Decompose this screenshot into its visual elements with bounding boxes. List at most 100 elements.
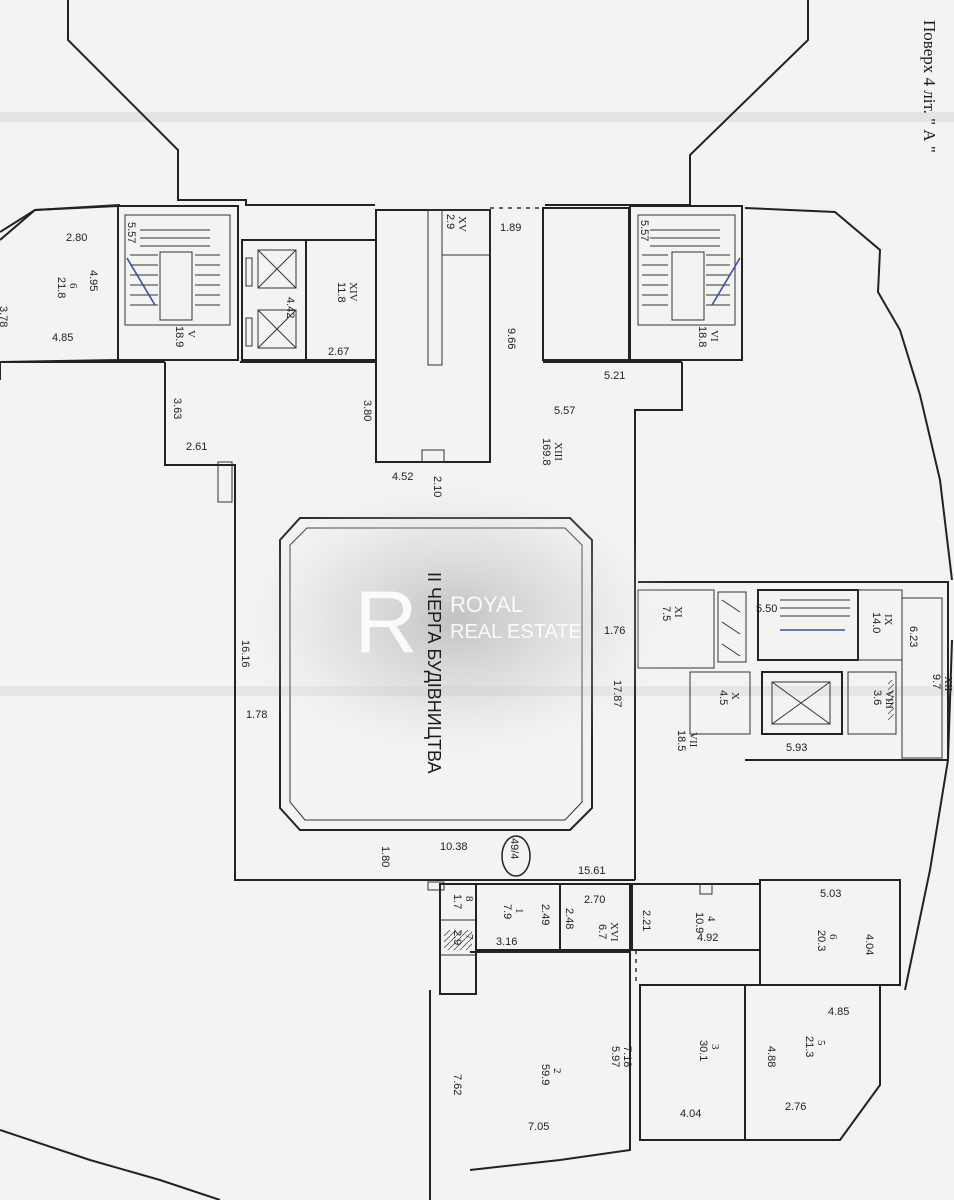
room-label: 621.8 — [55, 277, 79, 298]
room-text: XVI — [608, 922, 620, 942]
dim-label: 5.50 — [756, 603, 777, 615]
dim-label: 3.16 — [496, 936, 517, 948]
room-text: 10.9 — [693, 912, 705, 933]
dim-label: 3.63 — [171, 398, 183, 419]
room-text: 3.6 — [871, 690, 883, 705]
stair-v — [117, 205, 239, 361]
room-text: 4 — [705, 916, 717, 922]
dim-label: 1.76 — [604, 625, 625, 637]
dim-label: 2.80 — [66, 232, 87, 244]
dim-label: 5.57 — [554, 405, 575, 417]
dim-label: 3.78 — [0, 306, 9, 327]
watermark: R ROYAL REAL ESTATE — [354, 572, 582, 671]
room-text: XV — [456, 216, 468, 232]
room-label: 521.3 — [803, 1036, 827, 1057]
dim-label: 9.66 — [505, 328, 517, 349]
room-text: IX — [882, 614, 894, 626]
room-text: 1 — [513, 908, 525, 914]
room-text: 14.0 — [870, 612, 882, 633]
room-text: VII — [687, 732, 699, 748]
room-text: 6.7 — [596, 924, 608, 939]
dim-label: 4.52 — [392, 471, 413, 483]
room-label: X4.5 — [717, 690, 741, 705]
room-text: 59.9 — [539, 1064, 551, 1085]
plot-number: 49/4 — [508, 838, 520, 859]
room-text: 1.7 — [451, 894, 463, 909]
dim-label: 1.78 — [246, 709, 267, 721]
room-text: 5 — [815, 1040, 827, 1046]
room-text: XIV — [347, 282, 359, 302]
dim-label: 2.10 — [431, 476, 443, 497]
dim-label: 4.85 — [52, 332, 73, 344]
room-text: 2.9 — [451, 930, 463, 945]
dim-label: 4.85 — [828, 1006, 849, 1018]
dim-label: 7.62 — [451, 1074, 463, 1095]
floor-header: Поверх 4 літ. " А " — [920, 20, 939, 153]
dim-label: 7.05 — [528, 1121, 549, 1133]
room-right-upper — [542, 207, 630, 361]
room-text: 21.8 — [55, 277, 67, 298]
dim-label: 4.42 — [284, 297, 296, 318]
dim-label: 17.87 — [611, 680, 623, 708]
room-label: XV2.9 — [444, 214, 468, 232]
room-text: 169.8 — [540, 438, 552, 466]
dim-label: 1.89 — [500, 222, 521, 234]
shaft-xv — [375, 209, 491, 463]
room-label: 259.9 — [539, 1064, 563, 1085]
room-text: 7.9 — [501, 904, 513, 919]
room-text: 18.9 — [173, 326, 185, 347]
watermark-sub: REAL ESTATE — [450, 621, 582, 643]
dim-label: 4.95 — [87, 270, 99, 291]
room-text: 18.5 — [675, 730, 687, 751]
dim-label: 2.70 — [584, 894, 605, 906]
room-text: 3 — [709, 1044, 721, 1050]
dim-label: 4.04 — [863, 934, 875, 955]
room-text: 2 — [551, 1068, 563, 1074]
dim-label: 10.38 — [440, 841, 468, 853]
watermark-monogram: R — [354, 572, 418, 671]
dim-label: 2.67 — [328, 346, 349, 358]
dim-label: 16.16 — [239, 640, 251, 668]
dimension-labels: 2.80 4.85 1.89 2.67 5.21 5.57 2.61 4.52 … — [52, 222, 849, 1133]
room-text: 7.5 — [660, 606, 672, 621]
dim-label: 3.80 — [361, 400, 373, 421]
dim-label: 2.21 — [640, 910, 652, 931]
lower-rooms — [427, 879, 901, 1200]
dim-label: 2.76 — [785, 1101, 806, 1113]
watermark-brand: ROYAL — [450, 592, 523, 617]
corridor-xiii — [0, 361, 683, 881]
room-label: 17.9 — [501, 904, 525, 919]
dim-label: 4.92 — [697, 932, 718, 944]
room-label: 410.9 — [693, 912, 717, 933]
dimension-labels-vertical: 4.95 5.57 5.57 4.42 9.66 3.63 3.80 2.10 … — [0, 220, 919, 1095]
room-label: 330.1 — [697, 1040, 721, 1061]
dim-label: 5.57 — [638, 220, 650, 241]
dim-label: 2.48 — [563, 908, 575, 929]
room-text: 11.8 — [335, 282, 347, 303]
stair-vi — [629, 205, 743, 361]
room-text: 7 — [463, 934, 475, 940]
dim-label: 7.18 — [621, 1046, 633, 1067]
room-text: X — [729, 692, 741, 700]
dim-label: 15.61 — [578, 865, 606, 877]
dim-label: 2.49 — [539, 904, 551, 925]
dim-label: 2.61 — [186, 441, 207, 453]
dim-label: 1.80 — [379, 846, 391, 867]
room-label: 72.9 — [451, 930, 475, 945]
room-label: V18.9 — [173, 326, 197, 347]
dim-label: 5.21 — [604, 370, 625, 382]
room-text: VIII — [883, 690, 895, 709]
plot-number-badge: 49/4 — [501, 835, 531, 877]
room-text: 18.8 — [696, 326, 708, 347]
room-text: 30.1 — [697, 1040, 709, 1061]
room-text: 4.5 — [717, 690, 729, 705]
watermark-glow — [225, 470, 685, 770]
dim-label: 5.93 — [786, 742, 807, 754]
